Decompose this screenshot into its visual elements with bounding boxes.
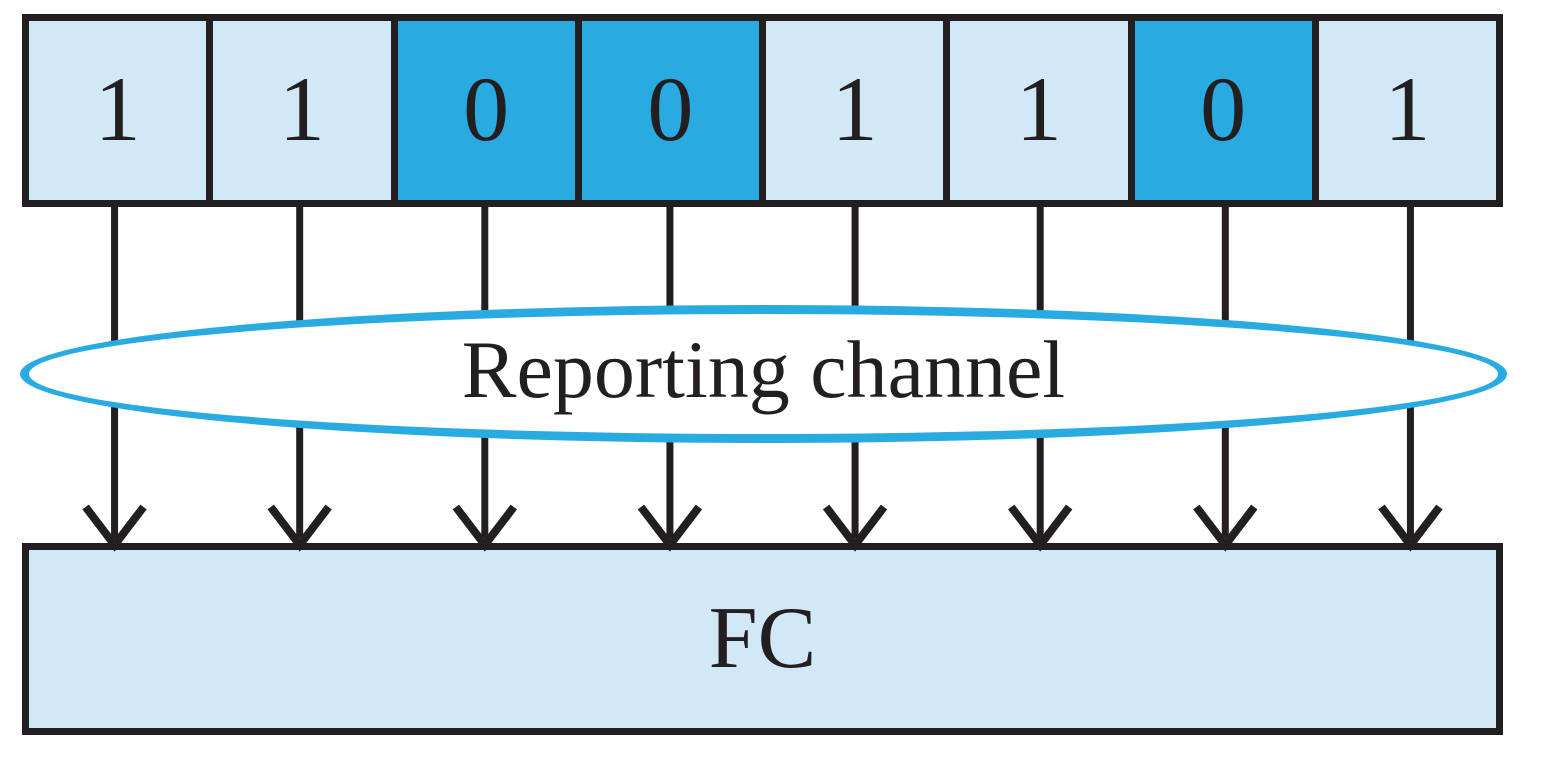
bit-cell: 0	[1134, 21, 1312, 200]
bit-value: 1	[1015, 57, 1062, 160]
arrow-head	[1008, 504, 1073, 552]
arrow-head	[822, 504, 888, 552]
bit-value: 1	[831, 57, 878, 160]
bit-cell: 0	[397, 21, 575, 200]
fusion-center-label: FC	[708, 590, 817, 687]
local-decision-bit-row: 1 1 0 0 1 1 0 1	[22, 14, 1503, 207]
arrow-head	[82, 504, 147, 552]
bit-cell: 0	[581, 21, 759, 200]
reporting-channel-ellipse: Reporting channel	[20, 305, 1507, 443]
bit-cell: 1	[29, 21, 207, 200]
arrow-head	[1193, 504, 1258, 552]
arrow-head	[1378, 504, 1443, 552]
arrow-head	[267, 504, 332, 552]
bit-cell: 1	[213, 21, 391, 200]
bit-value: 0	[647, 57, 694, 160]
bit-value: 1	[1384, 57, 1431, 160]
bit-value: 0	[1200, 57, 1247, 160]
bit-cell: 1	[1318, 21, 1496, 200]
bit-value: 0	[463, 57, 510, 160]
reporting-channel-label: Reporting channel	[461, 324, 1066, 415]
bit-cell: 1	[950, 21, 1128, 200]
bit-value: 1	[278, 57, 325, 160]
bit-cell: 1	[766, 21, 944, 200]
arrow-head	[637, 504, 703, 552]
fusion-center-box: FC	[22, 543, 1503, 735]
bit-value: 1	[94, 57, 141, 160]
arrow-head	[452, 504, 517, 552]
